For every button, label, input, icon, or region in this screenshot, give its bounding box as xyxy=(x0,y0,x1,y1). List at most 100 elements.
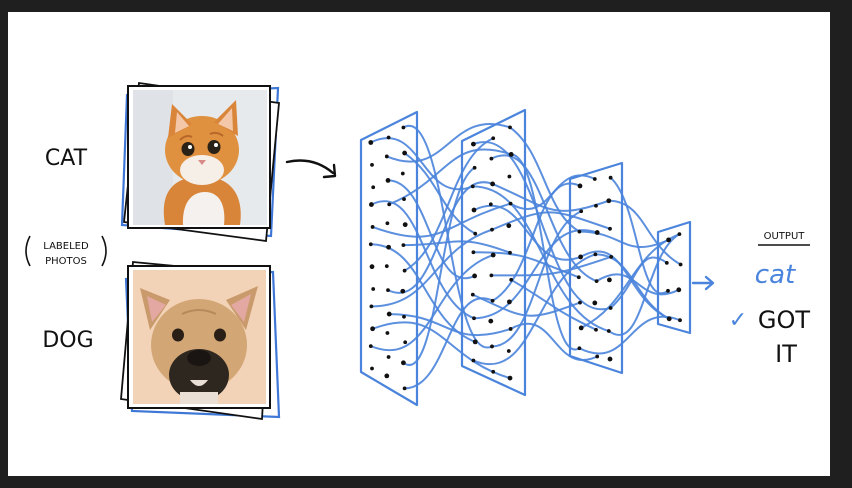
neuron-dot xyxy=(369,264,375,270)
neuron-dot xyxy=(592,300,598,306)
network-layer-4 xyxy=(656,220,692,335)
neuron-dot xyxy=(578,300,582,305)
neuron-dot xyxy=(607,356,613,362)
neuron-dot xyxy=(385,177,391,183)
neuron-dot xyxy=(490,344,494,349)
neuron-dot xyxy=(471,358,476,363)
neuron-dot xyxy=(491,369,496,374)
network-connection xyxy=(490,255,613,277)
neuron-dot xyxy=(401,125,406,130)
dog-photo-stack xyxy=(120,261,281,421)
neuron-dot xyxy=(506,349,511,353)
neuron-dot xyxy=(608,306,613,310)
neuron-dot xyxy=(368,242,373,247)
neuron-dot xyxy=(594,327,598,332)
neuron-dot xyxy=(472,273,477,279)
neuron-dot xyxy=(508,125,512,130)
output-panel: OUTPUT cat ✓ GOT IT xyxy=(729,231,811,368)
neuron-dot xyxy=(488,202,493,207)
neuron-dot xyxy=(490,181,495,187)
neuron-dot xyxy=(402,222,408,228)
neuron-dot xyxy=(401,243,406,248)
network-connection xyxy=(388,313,512,337)
labeled-photos-label: LABELED PHOTOS xyxy=(25,235,107,267)
neuron-dot xyxy=(577,229,582,234)
cat-photo-stack xyxy=(120,81,280,243)
photos-text: PHOTOS xyxy=(45,256,87,267)
neuron-dot xyxy=(489,156,494,161)
neuron-dot xyxy=(606,198,612,204)
neuron-dot xyxy=(471,207,477,213)
neuron-dot xyxy=(369,304,374,309)
network-connection xyxy=(370,228,493,308)
neuron-dot xyxy=(608,175,613,180)
neuron-dot xyxy=(470,184,475,189)
neuron-dot xyxy=(400,171,405,176)
network-connection xyxy=(370,200,475,320)
neuron-dot xyxy=(606,329,611,333)
network-connection xyxy=(371,202,512,238)
neuron-dot xyxy=(370,366,374,371)
neuron-dot xyxy=(384,373,390,379)
network-connection xyxy=(385,122,511,163)
neuron-dot xyxy=(386,135,391,140)
network-connection xyxy=(491,182,581,302)
neuron-dot xyxy=(595,354,600,359)
neuron-dot xyxy=(678,318,682,323)
right-paren xyxy=(101,235,107,267)
neuron-dot xyxy=(471,141,476,147)
neuron-dot xyxy=(470,292,475,297)
neuron-dot xyxy=(676,287,682,293)
neuron-dot xyxy=(371,185,376,190)
neuron-dot xyxy=(592,177,597,181)
network-connection xyxy=(387,181,494,294)
neuron-dot xyxy=(578,254,583,260)
neuron-dot xyxy=(507,375,513,381)
network-layer-2 xyxy=(460,108,527,397)
network-connection xyxy=(472,141,612,311)
neuron-dot xyxy=(472,339,478,345)
neuron-dot xyxy=(400,288,406,294)
neuron-dot xyxy=(471,250,476,255)
network-connection xyxy=(578,315,681,355)
neuron-dot xyxy=(386,355,391,359)
verdict-line-1: GOT xyxy=(758,306,810,334)
neuron-dot xyxy=(508,250,512,255)
network-connection xyxy=(387,179,476,280)
neuron-dot xyxy=(387,202,392,207)
network-connection xyxy=(471,185,610,333)
neuron-dot xyxy=(507,174,512,179)
network-connection xyxy=(510,278,597,331)
neuron-dot xyxy=(402,268,407,273)
neuron-dot xyxy=(666,316,672,322)
neuron-dot xyxy=(472,165,477,170)
network-connection xyxy=(490,154,598,283)
neuron-dot xyxy=(594,203,598,208)
neuron-dot xyxy=(370,162,374,167)
neuron-dot xyxy=(508,152,514,157)
neuron-dot xyxy=(608,226,612,231)
neuron-dot xyxy=(386,311,392,317)
neuron-dot xyxy=(490,252,496,258)
network-connection xyxy=(509,174,596,211)
network-connection xyxy=(609,176,669,295)
neuron-dot xyxy=(594,279,599,284)
neuron-dot xyxy=(490,298,495,303)
neuron-dot xyxy=(385,221,390,226)
output-prediction: cat xyxy=(755,260,796,290)
network-connection xyxy=(471,293,581,317)
network-layer-1 xyxy=(359,110,419,407)
neuron-dot xyxy=(370,326,375,332)
neuron-dot xyxy=(509,277,514,282)
neuron-dot xyxy=(577,183,583,189)
network-layers xyxy=(359,108,692,407)
network-connection xyxy=(402,240,511,254)
neuron-dot xyxy=(578,325,584,331)
neuron-dot xyxy=(507,299,512,305)
output-arrow xyxy=(691,275,715,291)
neuron-dot xyxy=(678,262,683,267)
neuron-dot xyxy=(489,273,494,278)
labeled-text: LABELED xyxy=(43,241,89,252)
output-heading: OUTPUT xyxy=(764,231,806,242)
network-connections xyxy=(369,122,682,390)
